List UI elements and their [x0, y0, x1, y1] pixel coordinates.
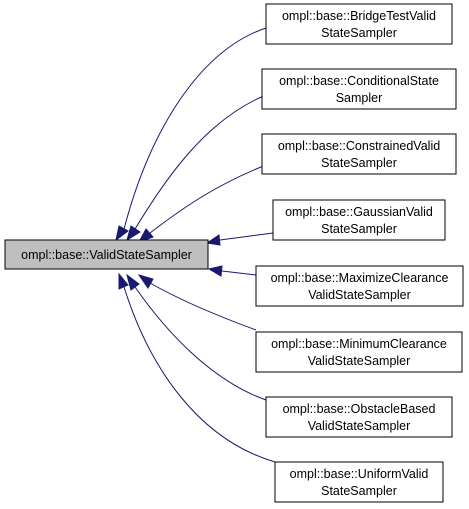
edge-gaussian [219, 232, 274, 241]
derived-class-node-gaussian[interactable]: ompl::base::GaussianValid StateSampler [272, 199, 446, 241]
derived-class-box [265, 396, 453, 438]
derived-class-label-line2: ValidStateSampler [308, 354, 411, 368]
derived-class-label-line1: ompl::base::ConstrainedValid [278, 139, 440, 153]
derived-class-label-line1: ompl::base::MaximizeClearance [271, 271, 449, 285]
edge-uniform-arrowhead [118, 272, 129, 290]
derived-class-node-uniform[interactable]: ompl::base::UniformValid StateSampler [274, 461, 444, 503]
derived-class-node-constrained[interactable]: ompl::base::ConstrainedValid StateSample… [261, 133, 457, 175]
edge-bridgetest-arrowhead [115, 225, 129, 242]
derived-class-label-line1: ompl::base::ObstacleBased [283, 402, 436, 416]
edge-bridgetest [123, 27, 267, 230]
derived-class-label-line1: ompl::base::GaussianValid [285, 205, 433, 219]
derived-class-box [261, 68, 457, 110]
derived-class-box [272, 199, 446, 241]
base-class-label: ompl::base::ValidStateSampler [21, 248, 192, 262]
derived-class-box [255, 331, 463, 373]
derived-class-label-line2: Sampler [336, 91, 383, 105]
inheritance-edges [115, 27, 276, 463]
edge-maximizeclearance-arrowhead [207, 265, 223, 277]
derived-class-box [265, 3, 453, 45]
derived-class-label-line2: ValidStateSampler [308, 288, 411, 302]
derived-class-label-line2: ValidStateSampler [308, 419, 411, 433]
derived-class-box [261, 133, 457, 175]
derived-class-node-obstaclebased[interactable]: ompl::base::ObstacleBased ValidStateSamp… [265, 396, 453, 438]
derived-class-label-line1: ompl::base::BridgeTestValid [282, 9, 436, 23]
derived-class-node-bridgetest[interactable]: ompl::base::BridgeTestValid StateSampler [265, 3, 453, 45]
edge-conditional-arrowhead [126, 225, 141, 242]
derived-class-label-line2: StateSampler [321, 222, 397, 236]
base-class-node[interactable]: ompl::base::ValidStateSampler [4, 239, 209, 270]
base-class-box [4, 239, 209, 270]
edge-constrained [149, 164, 267, 234]
derived-class-label-line1: ompl::base::ConditionalState [279, 74, 439, 88]
derived-class-node-maximizeclearance[interactable]: ompl::base::MaximizeClearance ValidState… [255, 265, 464, 307]
derived-class-node-minimumclearance[interactable]: ompl::base::MinimumClearance ValidStateS… [255, 331, 463, 373]
edge-maximizeclearance [221, 270, 257, 276]
derived-class-label-line2: StateSampler [321, 484, 397, 498]
derived-class-label-line1: ompl::base::UniformValid [290, 467, 429, 481]
edge-conditional [134, 94, 267, 230]
edge-minimumclearance [149, 282, 257, 331]
derived-class-label-line2: StateSampler [321, 26, 397, 40]
derived-class-label-line2: StateSampler [321, 156, 397, 170]
derived-class-node-conditional[interactable]: ompl::base::ConditionalState Sampler [261, 68, 457, 110]
edge-uniform [123, 286, 276, 463]
edge-obstaclebased-arrowhead [126, 273, 140, 291]
edge-minimumclearance-arrowhead [137, 274, 154, 289]
edge-obstaclebased [134, 286, 267, 401]
derived-class-label-line1: ompl::base::MinimumClearance [271, 337, 447, 351]
derived-class-box [255, 265, 464, 307]
edge-gaussian-arrowhead [205, 234, 221, 246]
derived-class-box [274, 461, 444, 503]
